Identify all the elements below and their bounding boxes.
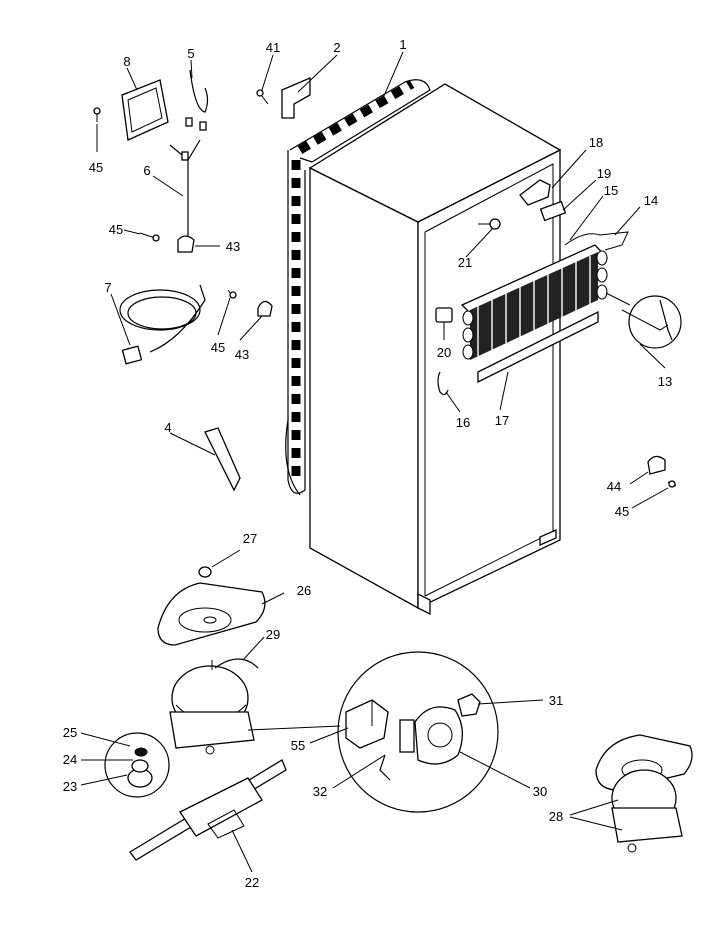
callout-41: 41 bbox=[266, 40, 280, 55]
callout-23: 23 bbox=[63, 779, 77, 794]
callout-45-right: 45 bbox=[615, 504, 629, 519]
callout-26: 26 bbox=[297, 583, 311, 598]
callout-45-low: 45 bbox=[211, 340, 225, 355]
callout-24: 24 bbox=[63, 752, 77, 767]
callout-22: 22 bbox=[245, 875, 259, 890]
callout-30: 30 bbox=[533, 784, 547, 799]
callout-43-upper: 43 bbox=[226, 239, 240, 254]
condenser-coil bbox=[285, 79, 431, 496]
callout-6: 6 bbox=[143, 163, 150, 178]
callout-45-top: 45 bbox=[89, 160, 103, 175]
callout-19: 19 bbox=[597, 166, 611, 181]
callout-27: 27 bbox=[243, 531, 257, 546]
callout-labels: 1 2 41 5 8 45 6 45 43 7 45 43 4 18 19 15… bbox=[63, 37, 672, 890]
callout-13: 13 bbox=[658, 374, 672, 389]
callout-1: 1 bbox=[399, 37, 406, 52]
left-parts bbox=[93, 69, 311, 492]
callout-8: 8 bbox=[123, 54, 130, 69]
callout-44: 44 bbox=[607, 479, 621, 494]
callout-14: 14 bbox=[644, 193, 658, 208]
callout-17: 17 bbox=[495, 413, 509, 428]
callout-18: 18 bbox=[589, 135, 603, 150]
callout-29: 29 bbox=[266, 627, 280, 642]
callout-20: 20 bbox=[437, 345, 451, 360]
callout-2: 2 bbox=[333, 40, 340, 55]
callout-4: 4 bbox=[164, 420, 171, 435]
small-parts bbox=[435, 179, 682, 488]
callout-25: 25 bbox=[63, 725, 77, 740]
evaporator-assembly bbox=[460, 231, 629, 384]
callout-55: 55 bbox=[291, 738, 305, 753]
callout-7: 7 bbox=[104, 280, 111, 295]
callout-21: 21 bbox=[458, 255, 472, 270]
callout-5: 5 bbox=[187, 46, 194, 61]
leader-lines bbox=[80, 51, 669, 873]
callout-32: 32 bbox=[313, 784, 327, 799]
compressor-area bbox=[104, 566, 693, 861]
callout-45-mid: 45 bbox=[109, 222, 123, 237]
callout-31: 31 bbox=[549, 693, 563, 708]
callout-16: 16 bbox=[456, 415, 470, 430]
callout-28: 28 bbox=[549, 809, 563, 824]
callout-43-lower: 43 bbox=[235, 347, 249, 362]
cabinet bbox=[308, 83, 562, 616]
callout-15: 15 bbox=[604, 183, 618, 198]
